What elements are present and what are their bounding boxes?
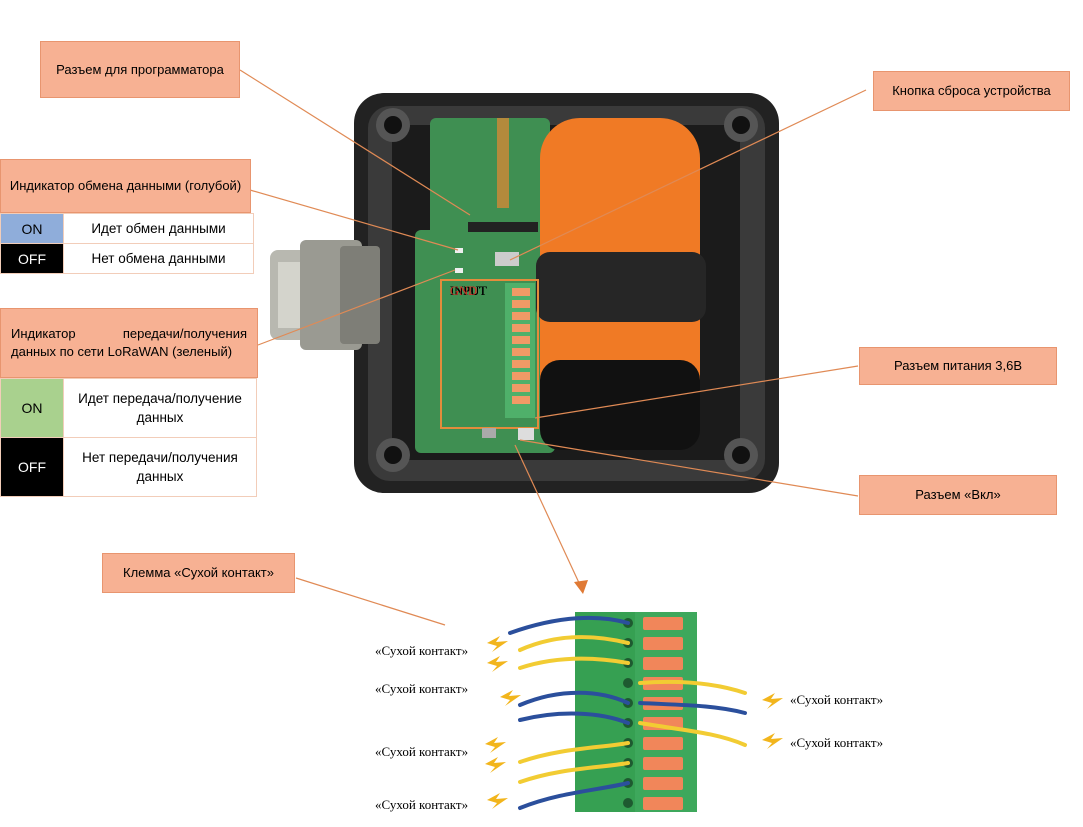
pin-label: INPUT — [450, 284, 487, 298]
callout-data-exchange: Индикатор обмена данными (голубой) — [0, 159, 251, 213]
pin-label: INPUT — [450, 284, 487, 298]
legend-text: Идет обмен данными — [63, 213, 254, 244]
spark-icons — [485, 636, 783, 809]
legend-row: ON Идет передача/получение данных — [0, 378, 257, 438]
legend-row: OFF Нет обмена данными — [0, 243, 254, 274]
board-terminal-block — [440, 279, 539, 440]
pin-label: GND — [450, 284, 478, 298]
legend-data-exchange: ON Идет обмен данными OFF Нет обмена дан… — [0, 213, 254, 274]
callout-on-switch: Разъем «Вкл» — [859, 475, 1057, 515]
pin-label: GND — [450, 284, 478, 298]
dry-contact-label: «Сухой контакт» — [375, 797, 469, 812]
dry-contact-label: «Сухой контакт» — [375, 643, 469, 658]
pin-label: INPUT — [450, 284, 487, 298]
battery — [536, 118, 706, 450]
legend-row: OFF Нет передачи/получения данных — [0, 437, 257, 497]
pin-label: INPUT — [450, 284, 487, 298]
leader-lines — [239, 69, 867, 626]
legend-row: ON Идет обмен данными — [0, 213, 254, 244]
enlarged-terminal — [575, 612, 697, 812]
wires — [508, 615, 747, 810]
pin-label: GND — [450, 284, 478, 298]
callout-lorawan: Индикатор передачи/получения данных по с… — [0, 308, 258, 378]
legend-lorawan: ON Идет передача/получение данных OFF Не… — [0, 378, 257, 497]
dry-contact-label: «Сухой контакт» — [790, 692, 884, 707]
state-chip-on: ON — [0, 213, 64, 244]
pin-label: GND — [450, 284, 478, 298]
legend-text: Нет обмена данными — [63, 243, 254, 274]
legend-text: Нет передачи/получения данных — [63, 437, 257, 497]
callout-programmer: Разъем для программатора — [40, 41, 240, 98]
reset-button — [495, 252, 519, 266]
state-chip-on: ON — [0, 378, 64, 438]
callout-reset: Кнопка сброса устройства — [873, 71, 1070, 111]
pin-label: INPUT — [450, 284, 487, 298]
callout-dry-terminal: Клемма «Сухой контакт» — [102, 553, 295, 593]
pin-label: INPUT — [450, 284, 487, 298]
legend-text: Идет передача/получение данных — [63, 378, 257, 438]
cable-gland — [270, 240, 380, 350]
dry-contact-label: «Сухой контакт» — [375, 681, 469, 696]
dry-contact-label: «Сухой контакт» — [790, 735, 884, 750]
dry-contact-label: «Сухой контакт» — [375, 744, 469, 759]
arrow-head — [574, 580, 588, 594]
callout-power: Разъем питания 3,6В — [859, 347, 1057, 385]
state-chip-off: OFF — [0, 437, 64, 497]
state-chip-off: OFF — [0, 243, 64, 274]
